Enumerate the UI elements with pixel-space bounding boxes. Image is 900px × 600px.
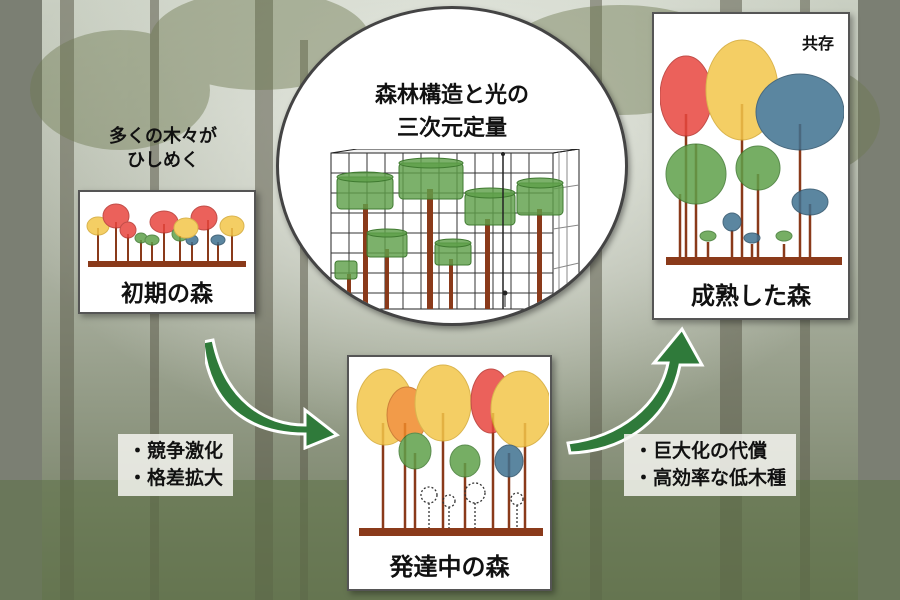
mature-forest-illustration	[660, 39, 844, 265]
center-circle: 森林構造と光の 三次元定量	[276, 6, 628, 326]
3d-grid-illustration	[330, 149, 580, 310]
developing-note-1: ・競争激化	[128, 440, 224, 462]
early-forest-illustration	[86, 203, 246, 267]
mature-forest-label: 成熟した森	[691, 282, 811, 310]
mature-note-2: ・高効率な低木種	[634, 467, 787, 489]
early-forest-label: 初期の森	[121, 281, 213, 307]
developing-note-2: ・格差拡大	[128, 467, 224, 489]
developing-notes: ・競争激化 ・格差拡大	[118, 434, 234, 496]
mature-forest-panel: 共存 成熟した	[652, 12, 850, 320]
developing-forest-illustration	[356, 364, 549, 536]
developing-forest-panel: 発達中の森	[347, 355, 552, 591]
mature-note-1: ・巨大化の代償	[634, 440, 768, 462]
center-title-line2: 三次元定量	[396, 116, 507, 141]
early-forest-panel: 初期の森	[78, 190, 256, 314]
arrow-developing-to-mature	[566, 326, 705, 455]
arrow-early-to-developing	[205, 338, 340, 450]
center-title-line1: 森林構造と光の	[374, 83, 529, 108]
developing-forest-label: 発達中の森	[389, 553, 510, 581]
mature-tag: 共存	[801, 34, 834, 53]
early-caption: 多くの木々が ひしめく	[109, 126, 217, 171]
mature-notes: ・巨大化の代償 ・高効率な低木種	[624, 434, 797, 496]
